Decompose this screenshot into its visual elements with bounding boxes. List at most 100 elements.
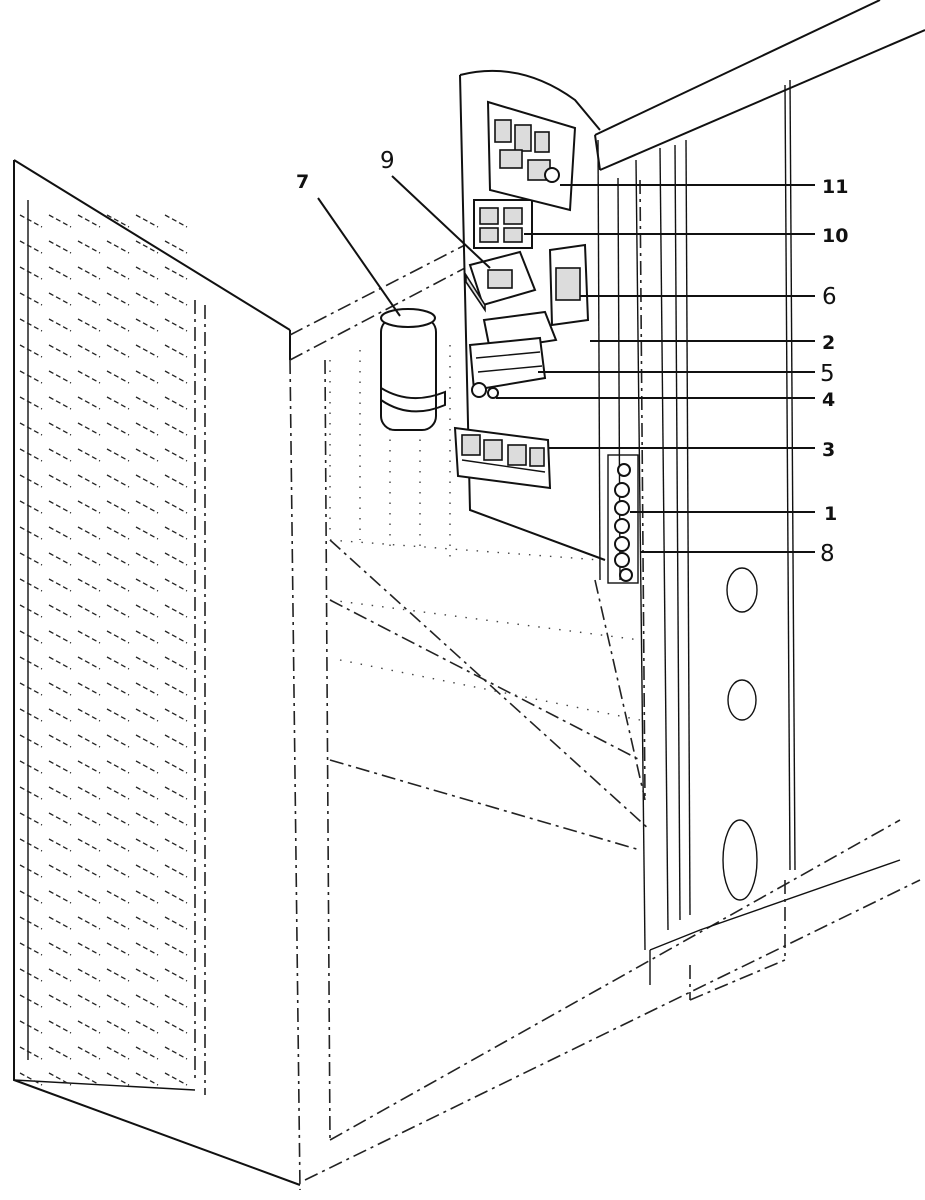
louver-slat [77, 916, 101, 930]
louver-slat [164, 240, 188, 254]
louver-slat [135, 552, 159, 566]
louver-slat [77, 552, 101, 566]
louver-slat [164, 682, 188, 696]
louver-slat [77, 864, 101, 878]
louver-slat [19, 474, 43, 488]
louver-slat [164, 266, 188, 280]
louver-slat [19, 526, 43, 540]
louver-slat [19, 994, 43, 1008]
louver-slat [77, 734, 101, 748]
louver-slat [19, 344, 43, 358]
knockout-upper-icon [726, 567, 758, 613]
louver-slat [77, 448, 101, 462]
louver-slat [164, 760, 188, 774]
louver-slat [19, 916, 43, 930]
louver-slat [106, 552, 130, 566]
louver-slat [135, 786, 159, 800]
louver-slat [135, 942, 159, 956]
louver-slat [135, 370, 159, 384]
louver-slat [48, 526, 72, 540]
callout-5: 5 [820, 361, 835, 387]
louver-slat [164, 864, 188, 878]
louver-slat [135, 734, 159, 748]
callout-11: 11 [822, 176, 848, 198]
louver-slat [106, 604, 130, 618]
louver-slat [19, 240, 43, 254]
louver-slat [135, 214, 159, 228]
callout-3: 3 [822, 439, 835, 461]
louver-slat [135, 630, 159, 644]
louver-slat [19, 370, 43, 384]
louver-slats [19, 214, 188, 1086]
louver-slat [19, 214, 43, 228]
louver-slat [164, 1072, 188, 1086]
louver-slat [19, 890, 43, 904]
louver-slat [48, 1046, 72, 1060]
louver-slat [164, 500, 188, 514]
louver-slat [19, 708, 43, 722]
louver-slat [77, 786, 101, 800]
louver-slat [19, 604, 43, 618]
louver-slat [164, 396, 188, 410]
relay-9-icon [465, 250, 537, 313]
louver-slat [48, 396, 72, 410]
louver-slat [135, 812, 159, 826]
louver-slat [48, 994, 72, 1008]
callout-8: 8 [820, 541, 835, 567]
louver-slat [106, 1072, 130, 1086]
louver-slat [106, 838, 130, 852]
terminal-strip-1-icon [607, 454, 639, 584]
terminal-block-3-icon [453, 426, 552, 490]
louver-slat [106, 526, 130, 540]
louver-slat [48, 682, 72, 696]
louver-slat [77, 370, 101, 384]
louver-slat [77, 838, 101, 852]
louver-slat [77, 890, 101, 904]
callout-9: 9 [380, 148, 395, 174]
louver-slat [77, 396, 101, 410]
louver-slat [164, 1020, 188, 1034]
louver-slat [135, 604, 159, 618]
louver-slat [48, 214, 72, 228]
louver-slat [77, 604, 101, 618]
louver-slat [77, 630, 101, 644]
louver-slat [77, 292, 101, 306]
louver-slat [106, 318, 130, 332]
louver-slat [164, 1046, 188, 1060]
louver-slat [48, 734, 72, 748]
louver-slat [164, 526, 188, 540]
louver-slat [135, 240, 159, 254]
louver-slat [164, 708, 188, 722]
louver-slat [135, 968, 159, 982]
louver-slat [164, 292, 188, 306]
louver-slat [106, 396, 130, 410]
louver-slat [135, 1020, 159, 1034]
louver-slat [164, 474, 188, 488]
louver-slat [19, 578, 43, 592]
control-board-11-icon [486, 100, 577, 212]
louver-slat [164, 786, 188, 800]
fuse-4-icon [471, 382, 499, 399]
louver-slat [135, 994, 159, 1008]
louver-slat [135, 838, 159, 852]
louver-slat [135, 760, 159, 774]
louver-slat [106, 266, 130, 280]
louver-slat [106, 344, 130, 358]
right-compartment [304, 139, 921, 1181]
louver-slat [77, 500, 101, 514]
louver-slat [19, 448, 43, 462]
louver-slat [77, 344, 101, 358]
louver-slat [19, 968, 43, 982]
louver-slat [19, 552, 43, 566]
louver-slat [135, 474, 159, 488]
louver-slat [106, 812, 130, 826]
callout-6: 6 [822, 284, 837, 310]
louver-slat [164, 916, 188, 930]
louver-slat [106, 422, 130, 436]
contactor-10-icon [473, 199, 533, 249]
louver-slat [19, 734, 43, 748]
louver-slat [106, 682, 130, 696]
louver-slat [164, 630, 188, 644]
louver-slat [106, 292, 130, 306]
